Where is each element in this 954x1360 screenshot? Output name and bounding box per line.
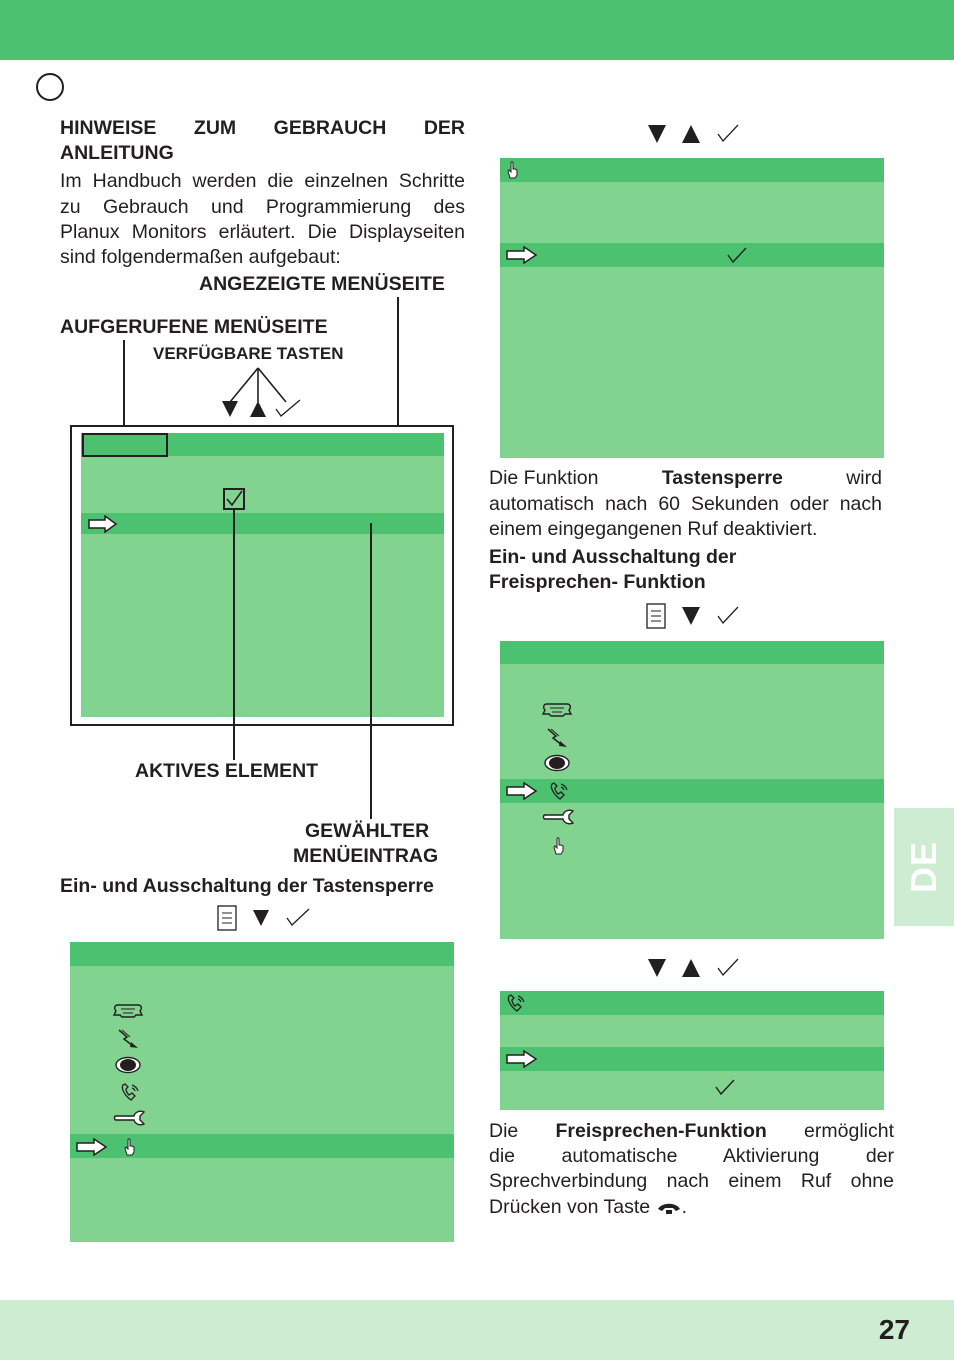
keys-row: [648, 124, 739, 143]
handsfree-term: Freisprechen-Funktion: [555, 1120, 767, 1142]
down-arrow-icon: [222, 401, 238, 417]
menu-title-bar: [500, 158, 884, 182]
settings-wrench-icon: [112, 1109, 146, 1134]
keylock-term: Tastensperre: [661, 467, 783, 489]
down-arrow-icon: [648, 125, 666, 143]
label-selected-entry-1: GEWÄHLTER: [305, 820, 430, 842]
connector-line: [397, 297, 399, 425]
down-arrow-icon: [648, 959, 666, 977]
intro-line-1: Im Handbuch werden die einzelnen Schritt…: [60, 170, 465, 192]
check-icon: [727, 247, 747, 264]
handsfree-heading-line2: Freisprechen- Funktion: [489, 571, 706, 593]
handsfree-paragraph-line4: Drücken von Taste .: [489, 1195, 687, 1220]
main-menu-screen-right: [500, 641, 884, 939]
check-icon: [286, 908, 310, 926]
page-number: 27: [878, 1314, 910, 1345]
text-span: .: [681, 1196, 687, 1218]
selection-arrow-icon: [76, 1137, 108, 1161]
section-heading-line2: ANLEITUNG: [60, 142, 174, 164]
camera-icon: [543, 754, 571, 777]
label-selected-entry-2: MENÜEINTRAG: [293, 845, 439, 867]
lock-release-icon: [545, 727, 571, 754]
selected-row-bar: [500, 1047, 884, 1071]
handsfree-paragraph-line2: die automatische Aktivierung der: [489, 1145, 894, 1167]
connector-line: [370, 523, 372, 819]
handset-icon: [657, 1203, 680, 1214]
intercom-icon: [541, 700, 573, 725]
menu-title-bar: [81, 433, 444, 456]
up-arrow-icon: [682, 125, 700, 143]
intro-line-4: sind folgendermaßen aufgebaut:: [60, 246, 341, 268]
check-icon: [275, 399, 301, 417]
intro-line-3: Planux Monitors erläutert. Die Displayse…: [60, 221, 465, 243]
text-span: Die Funktion: [489, 467, 599, 489]
keylock-paragraph-line2: automatisch nach 60 Sekunden oder nach: [489, 493, 882, 515]
bottom-band: [0, 1300, 954, 1360]
up-arrow-icon: [250, 401, 266, 417]
called-page-box: [82, 433, 168, 457]
intercom-icon: [112, 1001, 144, 1026]
camera-icon: [114, 1056, 142, 1079]
label-available-keys: VERFÜGBARE TASTEN: [153, 344, 344, 363]
handsfree-icon: [548, 781, 570, 808]
selected-row-bar: [81, 513, 444, 534]
selection-arrow-icon: [506, 1050, 538, 1068]
lock-release-icon: [116, 1028, 142, 1055]
handsfree-paragraph-line3: Sprechverbindung nach einem Ruf ohne: [489, 1170, 894, 1192]
label-displayed-page: ANGEZEIGTE MENÜSEITE: [199, 273, 445, 295]
keylock-paragraph-line3: einem eingegangenen Ruf deaktiviert.: [489, 518, 818, 540]
menu-title-bar: [500, 641, 884, 664]
text-span: Die: [489, 1120, 519, 1142]
selected-row-bar: [500, 243, 884, 267]
connector-line: [233, 510, 235, 760]
keylock-hand-icon: [551, 836, 565, 861]
selection-arrow-icon: [88, 515, 118, 533]
main-menu-screen: [70, 942, 454, 1242]
label-active-element: AKTIVES ELEMENT: [135, 760, 319, 782]
check-icon: [717, 958, 739, 977]
example-display: [81, 433, 444, 717]
top-band: [0, 0, 954, 60]
text-span: ermöglicht: [804, 1120, 894, 1142]
keylock-hand-icon: [507, 161, 518, 179]
connector-lines-keys: [229, 367, 287, 403]
checkbox-checked-icon: [223, 488, 245, 510]
check-icon: [717, 124, 739, 143]
keylock-hand-icon: [122, 1137, 136, 1162]
selection-arrow-icon: [506, 246, 538, 264]
intro-line-2: zu Gebrauch und Programmierung des: [60, 196, 465, 218]
handsfree-paragraph-line1: Die Freisprechen-Funktion ermöglicht: [489, 1119, 894, 1144]
keylock-screen: [500, 158, 884, 458]
section-heading-line1: HINWEISE ZUM GEBRAUCH DER: [60, 117, 465, 139]
menu-title-bar: [70, 942, 454, 966]
handsfree-screen: [500, 991, 884, 1110]
text-span: Drücken von Taste: [489, 1196, 651, 1218]
settings-wrench-icon: [541, 808, 575, 833]
connector-line: [123, 340, 125, 433]
up-arrow-icon: [682, 959, 700, 977]
selection-arrow-icon: [506, 781, 538, 805]
down-arrow-icon: [253, 910, 269, 926]
menu-title-bar: [500, 991, 884, 1015]
circle-marker-icon: [36, 73, 64, 101]
keylock-heading: Ein- und Ausschaltung der Tastensperre: [60, 875, 434, 897]
handsfree-heading-line1: Ein- und Ausschaltung der: [489, 546, 737, 568]
menu-keys-row: [646, 603, 739, 629]
language-tab: DE: [894, 808, 954, 926]
keys-row: [648, 958, 739, 977]
selected-row-bar: [70, 1134, 454, 1158]
language-tab-label: DE: [903, 840, 944, 894]
handsfree-icon: [119, 1082, 141, 1109]
selected-row-bar: [500, 779, 884, 803]
handsfree-icon: [505, 993, 527, 1020]
check-icon: [717, 606, 739, 625]
text-span: wird: [846, 467, 882, 489]
keylock-paragraph-line1: Die Funktion Tastensperre wird: [489, 466, 882, 491]
label-called-page: AUFGERUFENE MENÜSEITE: [60, 316, 328, 338]
down-arrow-icon: [682, 607, 700, 625]
menu-keys-row: [217, 905, 310, 931]
keys-row: [222, 399, 301, 417]
check-icon: [715, 1079, 735, 1096]
